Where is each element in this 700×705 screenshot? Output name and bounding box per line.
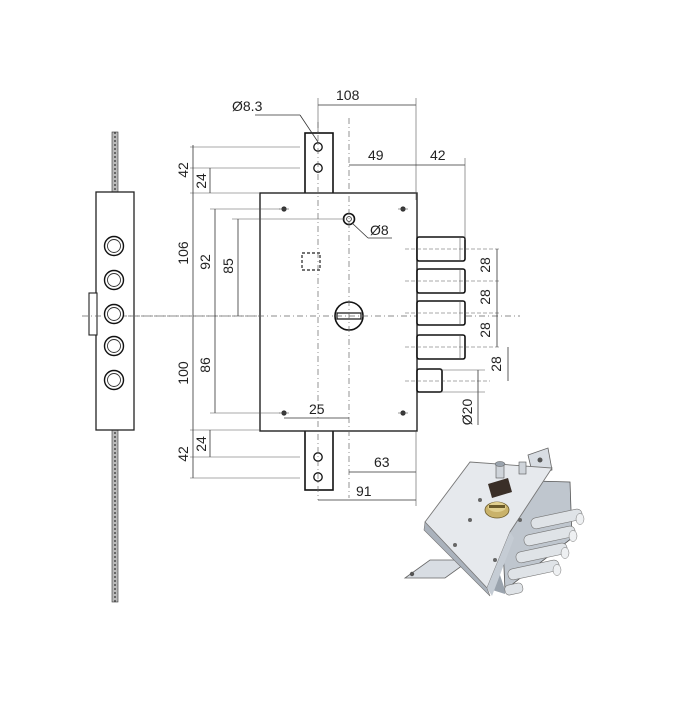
dim-24-top: 24 <box>193 173 209 189</box>
dim-25: 25 <box>309 401 325 417</box>
dim-49: 49 <box>368 147 384 163</box>
dim-d-8: Ø8 <box>370 222 389 238</box>
dim-91: 91 <box>356 483 372 499</box>
dim-92: 92 <box>197 254 213 270</box>
dim-42-top: 42 <box>175 162 191 178</box>
dim-bolt-28-1: 28 <box>477 257 493 273</box>
dim-bolt-28-3: 28 <box>477 322 493 338</box>
dim-63: 63 <box>374 454 390 470</box>
plate-holes <box>279 206 408 416</box>
dim-42-bottom: 42 <box>175 446 191 462</box>
lock-side-view <box>82 131 260 603</box>
dim-86: 86 <box>197 357 213 373</box>
dim-42-right: 42 <box>430 147 446 163</box>
lock-product-image <box>403 447 585 597</box>
dim-106: 106 <box>175 241 191 265</box>
dim-d-20: Ø20 <box>459 399 475 426</box>
dim-d-8-3: Ø8.3 <box>232 98 263 114</box>
dimension-labels: Ø8.3 108 49 42 42 24 106 92 85 Ø8 28 28 … <box>175 87 504 499</box>
dimension-lines <box>190 98 509 506</box>
dim-85: 85 <box>220 258 236 274</box>
dim-bolt-28-2: 28 <box>477 289 493 305</box>
dim-24-bottom: 24 <box>193 436 209 452</box>
lock-front-view <box>128 118 520 500</box>
dim-100: 100 <box>175 361 191 385</box>
dim-108: 108 <box>336 87 360 103</box>
lock-bolts <box>405 236 500 393</box>
dim-bolt-28-4: 28 <box>488 356 504 372</box>
follower-square <box>301 252 321 271</box>
bolt-holes <box>103 235 125 391</box>
